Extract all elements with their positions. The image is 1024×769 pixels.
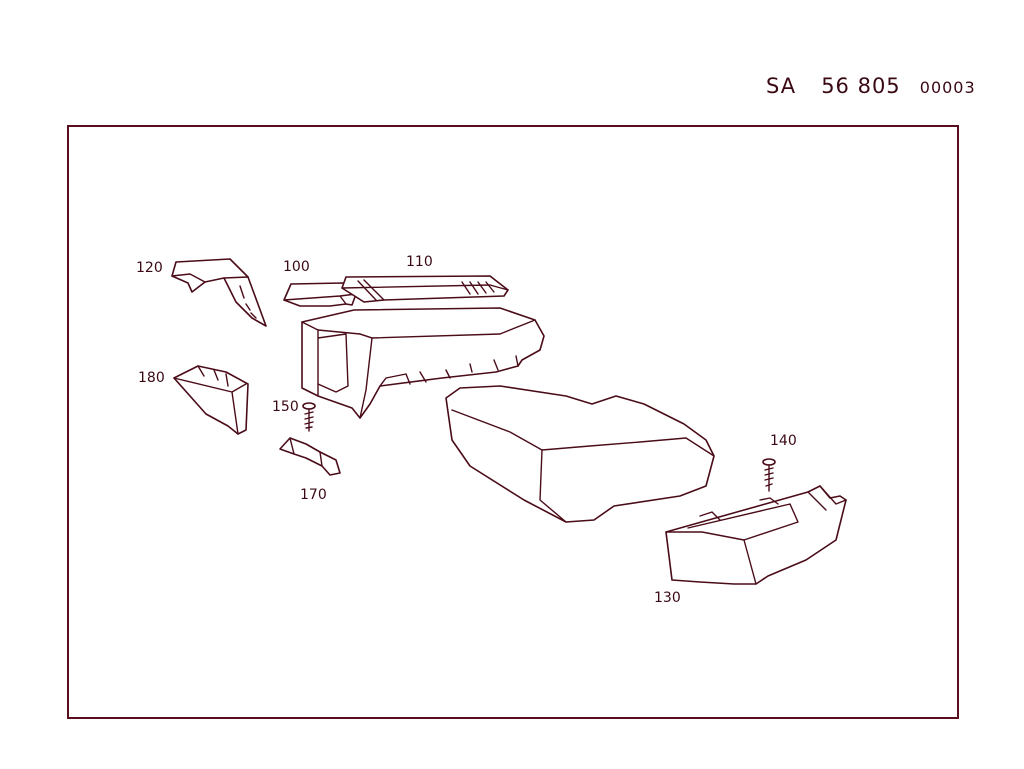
callout-140: 140 [770, 433, 797, 449]
part-100-lid[interactable] [283, 282, 357, 307]
callout-180: 180 [138, 370, 165, 386]
part-130-tray[interactable] [665, 485, 847, 585]
console-body[interactable] [301, 307, 545, 419]
part-140-screw[interactable] [762, 458, 776, 492]
seat-cushion[interactable] [445, 385, 715, 523]
part-120-cover[interactable] [171, 258, 267, 327]
callout-170: 170 [300, 487, 327, 503]
callout-150: 150 [272, 399, 299, 415]
callout-120: 120 [136, 260, 163, 276]
reference-number: 56 805 [821, 74, 901, 98]
part-110-plate[interactable] [341, 275, 509, 303]
drawing-frame [67, 125, 959, 719]
callout-100: 100 [283, 259, 310, 275]
drawing-reference: SA 56 805 00003 [766, 74, 976, 106]
part-150-screw[interactable] [302, 402, 316, 432]
reference-prefix: SA [766, 74, 797, 98]
part-170-bracket[interactable] [279, 437, 341, 476]
callout-130: 130 [654, 590, 681, 606]
reference-suffix: 00003 [919, 78, 976, 97]
part-180-ashtray[interactable] [173, 365, 249, 435]
callout-110: 110 [406, 254, 433, 270]
